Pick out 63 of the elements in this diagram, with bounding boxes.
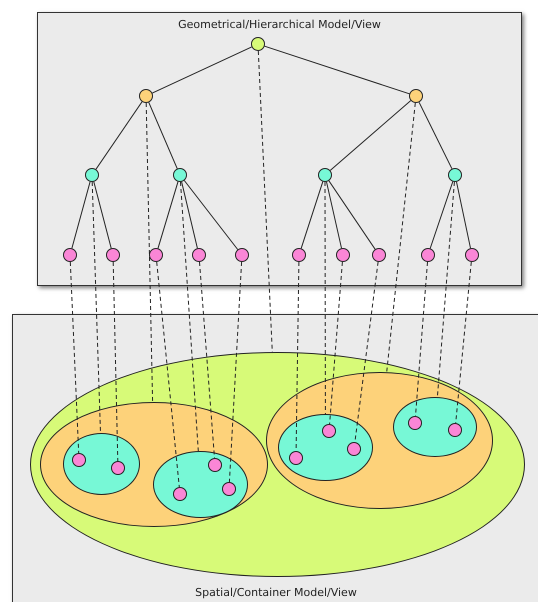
connector-line	[152, 46, 252, 94]
panel	[12, 314, 538, 602]
node-circle	[408, 416, 422, 430]
dashed-line	[436, 182, 455, 398]
dashed-line	[199, 262, 215, 458]
dashed-line	[329, 262, 343, 424]
dashed-line	[228, 262, 242, 482]
connector-line	[300, 181, 324, 249]
connector-line	[148, 102, 178, 170]
dashed-line	[180, 182, 199, 452]
panel-title: Geometrical/Hierarchical Model/View	[178, 18, 381, 31]
node-circle	[106, 248, 120, 262]
node-circle	[336, 248, 350, 262]
node-circle	[322, 424, 336, 438]
node-circle	[173, 168, 187, 182]
node-circle	[318, 168, 332, 182]
connector-line	[330, 100, 412, 171]
connector-line	[96, 101, 142, 170]
dashed-line	[70, 262, 80, 454]
node-circle	[192, 248, 206, 262]
panel	[37, 12, 522, 286]
node-circle	[347, 442, 361, 456]
ellipse-region	[278, 414, 373, 481]
node-circle	[111, 461, 125, 475]
panel-title: Spatial/Container Model/View	[195, 586, 357, 599]
connector-line	[430, 181, 454, 249]
connector-line	[418, 102, 452, 170]
node-circle	[448, 423, 462, 437]
dashed-line	[92, 182, 101, 434]
dashed-line	[455, 262, 472, 424]
node-circle	[409, 89, 423, 103]
dashed-line	[146, 102, 154, 402]
connector-line	[326, 181, 342, 249]
connector-line	[328, 180, 376, 250]
node-circle	[72, 453, 86, 467]
connector-line	[456, 181, 471, 249]
node-circle	[222, 482, 236, 496]
node-circle	[251, 37, 265, 51]
node-circle	[149, 248, 163, 262]
node-circle	[289, 451, 303, 465]
dashed-line	[324, 182, 326, 414]
connector-line	[93, 181, 112, 249]
dashed-line	[415, 262, 428, 416]
node-circle	[465, 248, 479, 262]
connector-line	[158, 181, 178, 249]
connector-line	[264, 46, 410, 94]
node-circle	[63, 248, 77, 262]
connector-line	[71, 181, 91, 249]
node-circle	[208, 458, 222, 472]
dashed-line	[112, 262, 118, 462]
connector-line	[184, 180, 238, 250]
node-circle	[235, 248, 249, 262]
node-circle	[139, 89, 153, 103]
dashed-line	[258, 50, 273, 352]
dashed-line	[156, 262, 180, 488]
connector-line	[181, 181, 198, 249]
node-circle	[372, 248, 386, 262]
node-circle	[85, 168, 99, 182]
dashed-line	[386, 102, 416, 373]
node-circle	[173, 487, 187, 501]
node-circle	[421, 248, 435, 262]
node-circle	[448, 168, 462, 182]
node-circle	[292, 248, 306, 262]
